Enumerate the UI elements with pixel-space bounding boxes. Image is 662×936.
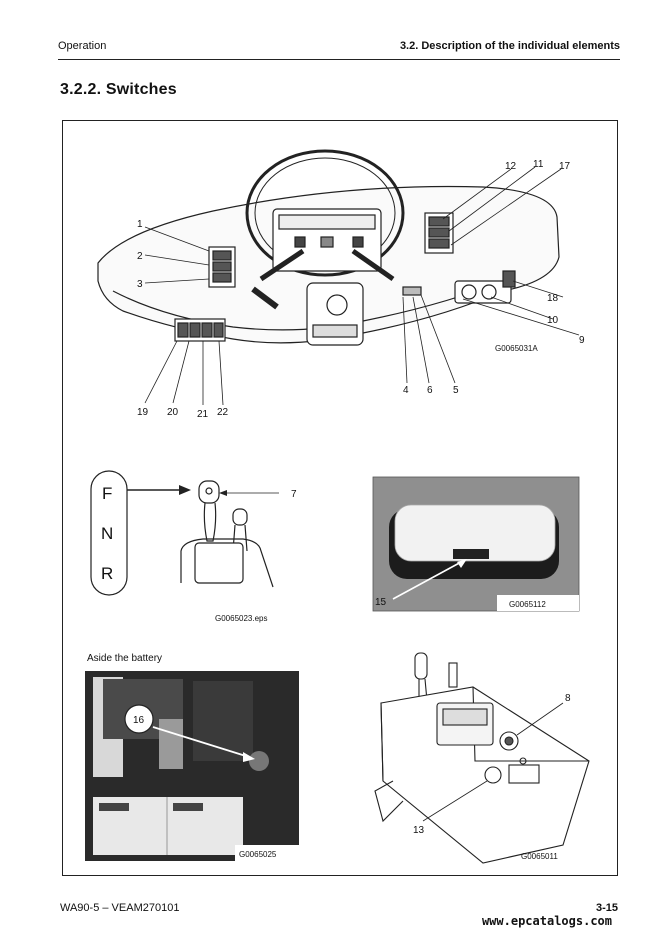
callout-3: 3 <box>137 279 143 290</box>
figure-id-lamp: G0065112 <box>509 600 546 609</box>
battery-caption: Aside the battery <box>87 653 162 664</box>
shift-letter-r: R <box>101 564 113 583</box>
callout-10: 10 <box>547 315 559 326</box>
callout-9: 9 <box>579 335 585 346</box>
callout-6: 6 <box>427 385 433 396</box>
callout-12: 12 <box>505 161 517 172</box>
lamp-photo: 15 G0065112 <box>372 476 580 612</box>
callout-19: 19 <box>137 407 149 418</box>
callout-22: 22 <box>217 407 229 418</box>
figure-canvas: 1 2 3 4 5 6 9 10 11 12 17 18 19 20 21 22… <box>85 149 590 864</box>
callout-1: 1 <box>137 219 143 230</box>
dashboard-illustration <box>97 149 560 346</box>
callout-15: 15 <box>375 597 387 608</box>
callout-21: 21 <box>197 409 209 420</box>
dashboard-callouts: 1 2 3 4 5 6 9 10 11 12 17 18 19 20 21 22… <box>137 159 585 420</box>
header-rule <box>58 59 620 60</box>
callout-16: 16 <box>133 715 145 726</box>
footer-page-number: 3-15 <box>595 902 618 914</box>
figure-frame: 1 2 3 4 5 6 9 10 11 12 17 18 19 20 21 22… <box>62 120 618 876</box>
console-illustration <box>374 652 590 864</box>
shifter-illustration: F N R 7 G0065023.eps <box>90 470 297 623</box>
figure-id-dashboard: G0065031A <box>495 344 538 353</box>
section-title: 3.2.2. Switches <box>60 81 177 98</box>
battery-photo: 16 G0065025 <box>85 671 299 861</box>
dashboard-leaders <box>144 166 580 406</box>
callout-7: 7 <box>291 489 297 500</box>
header-chapter: Operation <box>58 40 107 52</box>
callout-2: 2 <box>137 251 143 262</box>
callout-18: 18 <box>547 293 559 304</box>
callout-17: 17 <box>559 161 571 172</box>
figure-id-console: G0065011 <box>521 852 558 861</box>
callout-5: 5 <box>453 385 459 396</box>
shift-letter-f: F <box>102 484 112 503</box>
callout-8: 8 <box>565 693 571 704</box>
header-section: 3.2. Description of the individual eleme… <box>399 40 620 52</box>
callout-11: 11 <box>533 159 544 170</box>
callout-13: 13 <box>413 825 425 836</box>
callout-20: 20 <box>167 407 179 418</box>
callout-4: 4 <box>403 385 409 396</box>
figure-id-battery: G0065025 <box>239 850 277 859</box>
figure-id-shifter: G0065023.eps <box>215 614 268 623</box>
footer-model: WA90-5 – VEAM270101 <box>60 902 180 914</box>
shift-letter-n: N <box>101 524 113 543</box>
watermark: www.epcatalogs.com <box>481 914 612 928</box>
